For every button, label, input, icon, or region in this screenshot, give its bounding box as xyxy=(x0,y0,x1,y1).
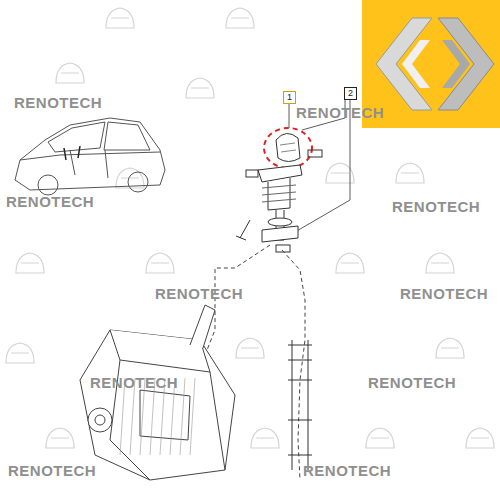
watermark-icon xyxy=(236,338,264,358)
watermark: RENOTECH xyxy=(6,193,94,210)
watermark-icon xyxy=(396,163,424,183)
watermark-icon xyxy=(146,253,174,273)
watermark-icon xyxy=(426,253,454,273)
highlight-circle xyxy=(264,128,312,168)
watermark-icon xyxy=(466,428,494,448)
watermark-icon xyxy=(116,168,144,188)
watermark-icon xyxy=(251,428,279,448)
watermark: RENOTECH xyxy=(400,285,488,302)
watermark: RENOTECH xyxy=(392,198,480,215)
car-drawing xyxy=(15,118,165,195)
callout-number: 2 xyxy=(344,87,357,100)
watermark-icon xyxy=(186,78,214,98)
watermark: RENOTECH xyxy=(90,374,178,391)
watermark: RENOTECH xyxy=(8,462,96,479)
watermark: RENOTECH xyxy=(296,104,384,121)
watermark-icon xyxy=(436,338,464,358)
watermark: RENOTECH xyxy=(155,285,243,302)
watermark-icon xyxy=(16,253,44,273)
watermark-icon xyxy=(46,428,74,448)
gear-knob xyxy=(276,133,300,161)
watermark-icon xyxy=(106,8,134,28)
watermark: RENOTECH xyxy=(14,94,102,111)
watermark: RENOTECH xyxy=(303,462,391,479)
watermark: RENOTECH xyxy=(368,374,456,391)
gear-lever xyxy=(236,165,302,242)
watermark-icon xyxy=(6,343,34,363)
watermark-icon xyxy=(56,63,84,83)
shift-cable xyxy=(288,340,312,470)
renault-logo xyxy=(376,18,494,110)
callout-number: 1 xyxy=(283,91,296,104)
watermark-icon xyxy=(366,428,394,448)
watermark-icon xyxy=(226,8,254,28)
watermark-icon xyxy=(336,253,364,273)
gearbox xyxy=(80,305,235,480)
